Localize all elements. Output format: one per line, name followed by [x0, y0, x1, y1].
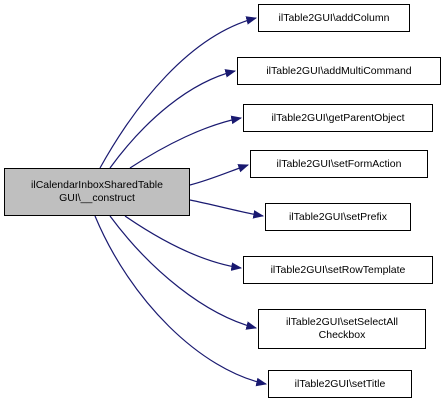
target-node-label: ilTable2GUI\addMultiCommand [266, 64, 412, 77]
target-node-setselectallcheckbox[interactable]: ilTable2GUI\setSelectAll Checkbox [258, 309, 426, 349]
target-node-getparentobject[interactable]: ilTable2GUI\getParentObject [243, 104, 433, 132]
source-node-construct[interactable]: ilCalendarInboxSharedTable GUI\__constru… [4, 168, 190, 216]
target-node-label: ilTable2GUI\setPrefix [288, 210, 388, 223]
target-node-addcolumn[interactable]: ilTable2GUI\addColumn [258, 4, 410, 32]
target-node-settitle[interactable]: ilTable2GUI\setTitle [268, 370, 412, 398]
target-node-label: ilTable2GUI\getParentObject [271, 111, 405, 124]
target-node-label: ilTable2GUI\addColumn [278, 11, 390, 24]
edge-setprefix [189, 199, 265, 219]
edge-setformaction [189, 164, 250, 186]
target-node-label: ilTable2GUI\setRowTemplate [270, 263, 406, 276]
target-node-label-line1: ilTable2GUI\setSelectAll [285, 316, 399, 328]
source-node-label-line2: GUI\__construct [59, 192, 135, 204]
edge-addcolumn [99, 16, 258, 169]
target-node-setrowtemplate[interactable]: ilTable2GUI\setRowTemplate [243, 256, 433, 284]
edge-addmulticommand [109, 69, 237, 169]
target-node-label: ilTable2GUI\setFormAction [276, 157, 402, 170]
edge-setrowtemplate [124, 215, 243, 271]
target-node-setformaction[interactable]: ilTable2GUI\setFormAction [250, 150, 428, 178]
target-node-setprefix[interactable]: ilTable2GUI\setPrefix [265, 203, 411, 231]
source-node-label-line1: ilCalendarInboxSharedTable [31, 179, 163, 191]
edge-settitle [94, 215, 268, 387]
edge-setselectall [109, 215, 258, 330]
target-node-label-line2: Checkbox [318, 329, 366, 341]
target-node-label: ilTable2GUI\setTitle [294, 377, 386, 390]
target-node-addmulticommand[interactable]: ilTable2GUI\addMultiCommand [237, 57, 441, 85]
edge-getparentobject [129, 115, 243, 169]
